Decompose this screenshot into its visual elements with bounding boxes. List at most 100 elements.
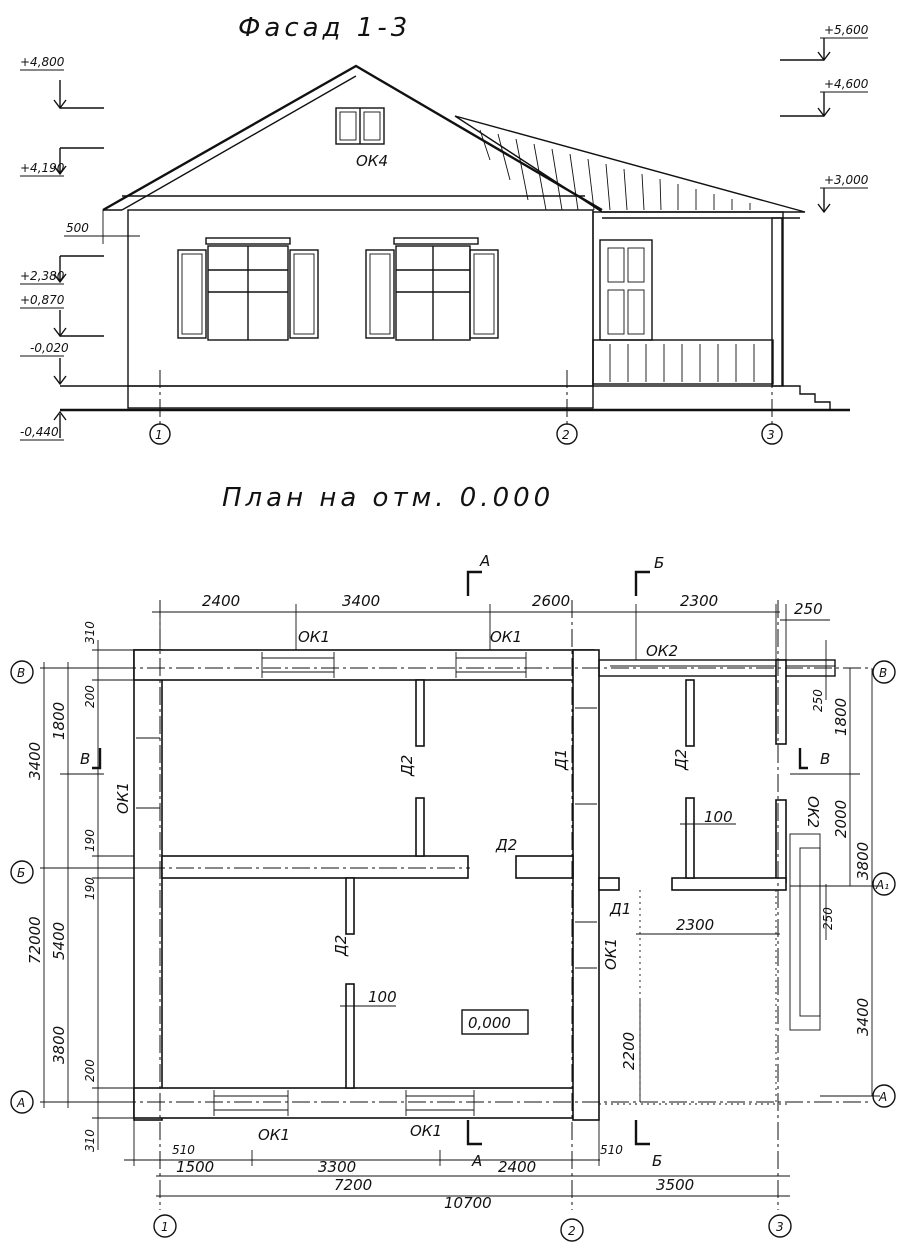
- svg-text:А: А: [16, 1096, 25, 1110]
- axis-bubble-1: [153, 1214, 177, 1238]
- facade-window-2: [365, 237, 499, 341]
- svg-text:1500: 1500: [176, 1158, 214, 1176]
- svg-text:В: В: [80, 750, 90, 768]
- svg-text:310: 310: [83, 621, 97, 644]
- svg-text:2: 2: [568, 1224, 576, 1238]
- svg-text:2: 2: [562, 428, 570, 442]
- axis-bubble-B-left: [10, 860, 34, 884]
- svg-text:В: В: [879, 666, 887, 680]
- top-dimensions: 2400 3400 2600 2300 250: [152, 592, 830, 660]
- svg-text:-0,440: -0,440: [20, 425, 59, 439]
- svg-text:2600: 2600: [532, 592, 570, 610]
- axis-bubble-V-right: [872, 660, 896, 684]
- svg-text:Б: Б: [652, 1152, 662, 1170]
- svg-text:2300: 2300: [676, 916, 714, 934]
- svg-text:3400: 3400: [342, 592, 380, 610]
- wall-partition: [161, 855, 469, 879]
- opening-label: ОК1: [410, 1122, 442, 1140]
- door-label: Д2: [495, 836, 517, 854]
- svg-text:1: 1: [161, 1220, 169, 1234]
- door-label: Д1: [609, 900, 631, 918]
- porch-roof: [454, 115, 806, 213]
- bottom-dimensions: 510 1500 3300 2400 510 7200 3500 10700: [124, 1118, 790, 1212]
- gable-roof: [102, 64, 603, 212]
- svg-text:310: 310: [83, 1129, 97, 1152]
- opening-label: ОК1: [114, 782, 132, 814]
- svg-text:+3,000: +3,000: [824, 173, 869, 187]
- plinth: [127, 385, 594, 409]
- left-dimensions: 310 200 1800 3400 190 190 5400 72000 380…: [26, 621, 162, 1152]
- svg-text:2400: 2400: [498, 1158, 536, 1176]
- svg-text:3800: 3800: [50, 1026, 68, 1064]
- svg-text:+4,600: +4,600: [824, 77, 869, 91]
- svg-text:+0,870: +0,870: [20, 293, 65, 307]
- axis-bubble-3: [768, 1214, 792, 1238]
- svg-text:2400: 2400: [202, 592, 240, 610]
- svg-text:1800: 1800: [832, 698, 850, 736]
- facade-elevation: Фасад 1-3 ОК4: [20, 13, 869, 445]
- right-dimensions: 250 1800 2000 3800 250 3400: [790, 640, 880, 1097]
- axis-bubble-2: [560, 1218, 584, 1242]
- svg-text:2200: 2200: [620, 1032, 638, 1070]
- svg-text:1800: 1800: [50, 702, 68, 740]
- opening-label: ОК2: [804, 796, 822, 828]
- svg-text:А₁: А₁: [875, 878, 889, 892]
- floor-plan: План на отм. 0.000: [10, 483, 896, 1242]
- svg-text:3400: 3400: [854, 998, 872, 1036]
- svg-text:190: 190: [83, 877, 97, 900]
- facade-axis-2: [556, 423, 578, 445]
- svg-text:3300: 3300: [318, 1158, 356, 1176]
- axis-bubble-V-left: [10, 660, 34, 684]
- svg-text:3: 3: [776, 1220, 784, 1234]
- level-marks-right: +5,600 +4,600 +3,000: [780, 23, 869, 214]
- door-label: Д2: [398, 755, 416, 777]
- svg-text:250: 250: [821, 907, 835, 930]
- opening-label: ОК1: [602, 938, 620, 970]
- svg-text:7200: 7200: [334, 1176, 372, 1194]
- svg-text:+4,190: +4,190: [20, 161, 65, 175]
- svg-text:В: В: [17, 666, 25, 680]
- svg-text:А: А: [471, 1152, 482, 1170]
- svg-text:+4,800: +4,800: [20, 55, 65, 69]
- axis-bubble-A-left: [10, 1090, 34, 1114]
- facade-axis-1: [149, 423, 171, 445]
- axis-bubble-A1-right: [872, 872, 896, 896]
- facade-axis-3: [761, 423, 783, 445]
- svg-text:2000: 2000: [832, 800, 850, 838]
- svg-text:+5,600: +5,600: [824, 23, 869, 37]
- svg-text:+2,380: +2,380: [20, 269, 65, 283]
- opening-label: ОК1: [258, 1126, 290, 1144]
- svg-text:А: А: [479, 552, 490, 570]
- svg-text:100: 100: [704, 808, 733, 826]
- svg-text:510: 510: [600, 1143, 623, 1157]
- door-label: Д2: [672, 749, 690, 771]
- svg-text:Б: Б: [654, 554, 664, 572]
- svg-text:3800: 3800: [854, 842, 872, 880]
- svg-text:1: 1: [155, 428, 163, 442]
- svg-text:3: 3: [767, 428, 775, 442]
- floor-level: 0,000: [468, 1014, 511, 1032]
- svg-text:250: 250: [811, 689, 825, 712]
- svg-text:510: 510: [172, 1143, 195, 1157]
- svg-text:3500: 3500: [656, 1176, 694, 1194]
- door-label: Д1: [552, 749, 570, 771]
- plan-title: План на отм. 0.000: [222, 483, 554, 513]
- level-box: [461, 1009, 529, 1035]
- svg-text:72000: 72000: [26, 916, 44, 964]
- svg-text:250: 250: [794, 600, 823, 618]
- svg-text:100: 100: [368, 988, 397, 1006]
- svg-text:Б: Б: [17, 866, 25, 880]
- svg-text:200: 200: [83, 1059, 97, 1082]
- level-marks-left: +4,800 +4,190 +2,380 +0,870 -0,020: [20, 55, 128, 441]
- svg-text:-0,020: -0,020: [30, 341, 69, 355]
- svg-text:3400: 3400: [26, 742, 44, 780]
- svg-text:190: 190: [83, 829, 97, 852]
- opening-label: ОК1: [490, 628, 522, 646]
- gable-window-label: ОК4: [356, 152, 388, 170]
- roof-hatching: [479, 129, 751, 211]
- svg-text:10700: 10700: [444, 1194, 492, 1212]
- section-marks: А А Б Б В В: [80, 552, 830, 1170]
- svg-text:5400: 5400: [50, 922, 68, 960]
- wall-bottom: [133, 1087, 595, 1119]
